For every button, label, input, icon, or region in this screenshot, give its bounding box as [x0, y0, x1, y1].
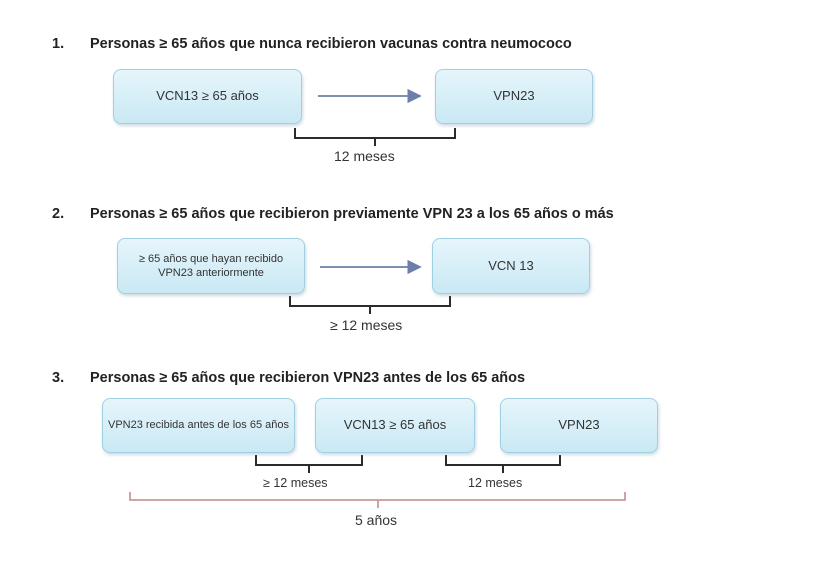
- section3-number: 3.: [52, 370, 65, 386]
- section1-box-vcn13: VCN13 ≥ 65 años: [113, 69, 302, 124]
- section2-interval: ≥ 12 meses: [330, 317, 403, 333]
- bracket-section3-right: [445, 455, 561, 473]
- section3-interval-left: ≥ 12 meses: [263, 476, 328, 490]
- section2-number: 2.: [52, 206, 65, 222]
- bracket-section3-left: [255, 455, 363, 473]
- section1-number: 1.: [52, 36, 65, 52]
- section3-box-vpn23: VPN23: [500, 398, 658, 453]
- section2-box-prior-vpn23: ≥ 65 años que hayan recibido VPN23 anter…: [117, 238, 305, 294]
- section3-heading: 3. Personas ≥ 65 años que recibieron VPN2…: [52, 370, 525, 386]
- section3-interval-total: 5 años: [355, 512, 398, 528]
- section1-box-vpn23: VPN23: [435, 69, 593, 124]
- bracket-section1: [294, 128, 456, 146]
- section1-title: Personas ≥ 65 años que nunca recibieron …: [90, 36, 572, 52]
- section3-interval-right: 12 meses: [468, 476, 523, 490]
- bracket-section2: [289, 296, 451, 314]
- section1-heading: 1. Personas ≥ 65 años que nunca recibiero…: [52, 36, 572, 52]
- section1-interval: 12 meses: [334, 148, 395, 164]
- section2-title: Personas ≥ 65 años que recibieron previa…: [90, 206, 614, 222]
- section3-box-vcn13: VCN13 ≥ 65 años: [315, 398, 475, 453]
- section2-box-vcn13: VCN 13: [432, 238, 590, 294]
- section3-title: Personas ≥ 65 años que recibieron VPN23 …: [90, 370, 526, 386]
- section3-box-vpn23-before: VPN23 recibida antes de los 65 años: [102, 398, 295, 453]
- bracket-section3-total: [129, 492, 626, 508]
- section2-heading: 2. Personas ≥ 65 años que recibieron prev…: [52, 206, 614, 222]
